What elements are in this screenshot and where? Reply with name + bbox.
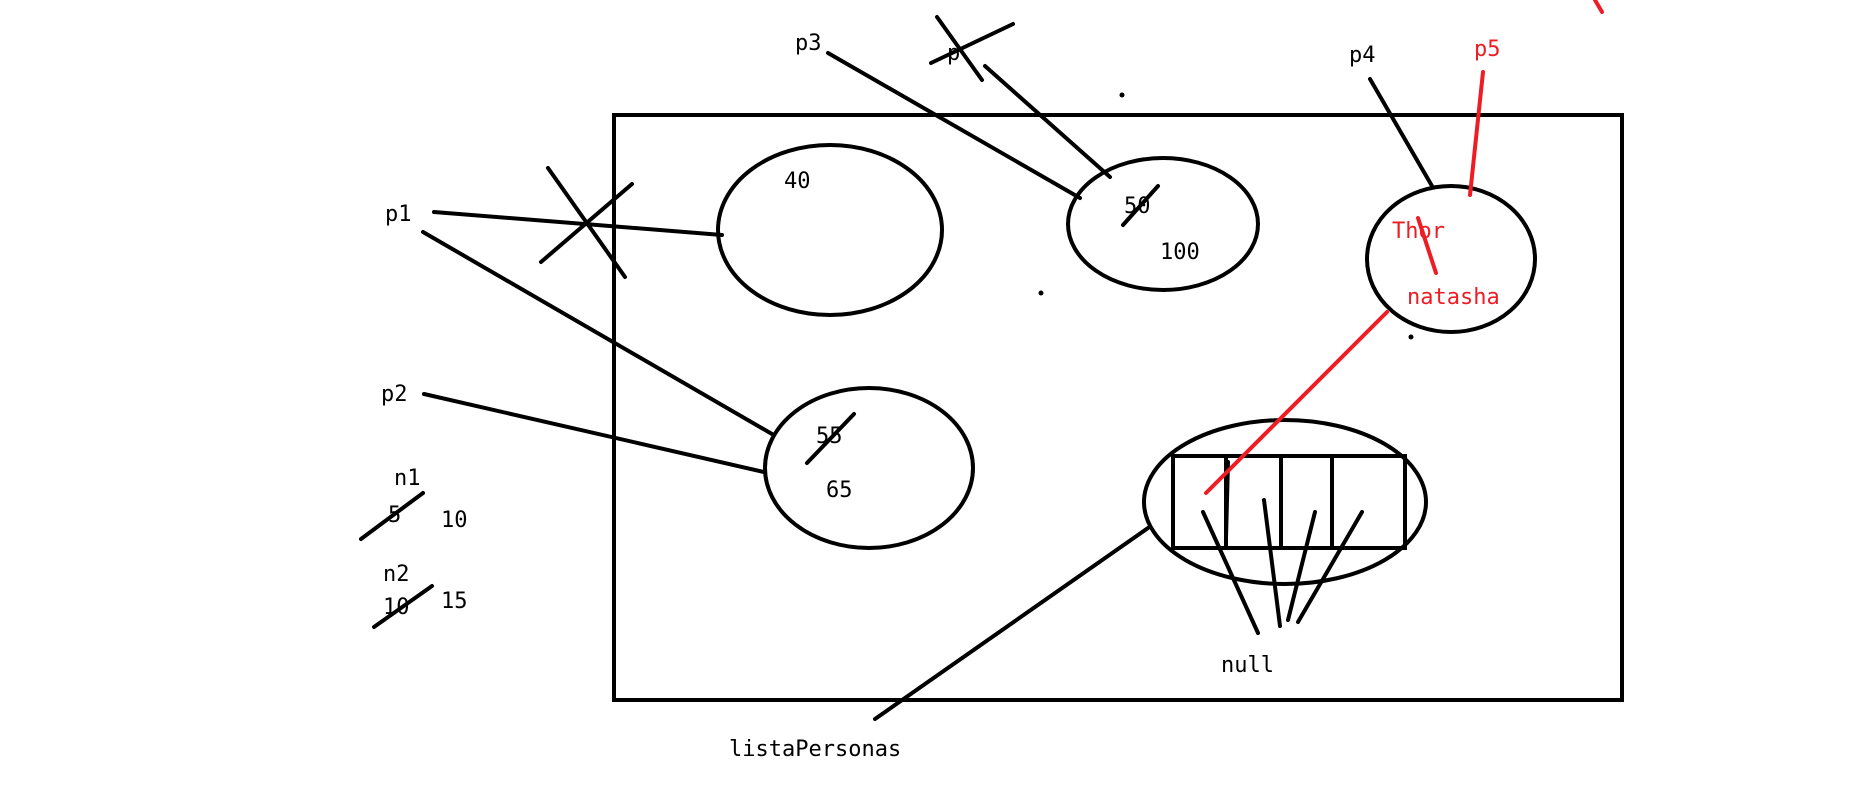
label-p1: p1 [385, 202, 412, 227]
null-ref-arrow [1201, 510, 1260, 635]
value-n2-new: 15 [441, 589, 468, 614]
dot [1119, 92, 1125, 98]
name-natasha: natasha [1407, 285, 1500, 310]
list-slot-divider [1224, 460, 1230, 540]
object-thor-ellipse [1365, 184, 1537, 334]
label-p3: p3 [795, 31, 822, 56]
lista-ref-line [873, 526, 1150, 721]
label-n1: n1 [394, 466, 421, 491]
p3-ref-line [826, 51, 1082, 200]
p1-ref-line [421, 230, 774, 436]
null-ref-arrow [1296, 510, 1364, 624]
p4-ref-line [1368, 77, 1434, 188]
dot [1038, 290, 1044, 296]
label-null: null [1221, 653, 1274, 678]
object-40-ellipse [716, 143, 944, 317]
value-50-old: 50 [1124, 194, 1151, 219]
value-55-old: 55 [816, 424, 843, 449]
label-n2: n2 [383, 562, 410, 587]
list-slot-ref-line [1204, 310, 1389, 495]
label-p2: p2 [381, 382, 408, 407]
list-array [1171, 454, 1407, 550]
object-50-ellipse [1066, 156, 1260, 292]
dot [1408, 334, 1414, 340]
strike-thor [1416, 216, 1438, 275]
p1-ref-line-old [432, 210, 724, 237]
value-n1-new: 10 [441, 508, 468, 533]
object-55-ellipse [763, 386, 975, 550]
strike-50 [1121, 184, 1160, 227]
p2-ref-line [422, 392, 766, 474]
strike-n1 [359, 491, 425, 541]
value-65: 65 [826, 478, 853, 503]
label-p-crossed: p [947, 41, 960, 66]
label-p5: p5 [1474, 37, 1501, 62]
label-lista-personas: listaPersonas [729, 737, 901, 762]
label-p4: p4 [1349, 43, 1376, 68]
p-ref-line [983, 64, 1112, 179]
value-n1-old: 5 [388, 503, 401, 528]
name-thor: Thor [1392, 219, 1445, 244]
value-n2-old: 10 [383, 595, 410, 620]
strike-55 [805, 412, 856, 465]
cross-mark [539, 182, 634, 264]
list-object-ellipse [1142, 418, 1428, 586]
value-100: 100 [1160, 240, 1200, 265]
red-stroke-mark [1593, 0, 1604, 14]
null-ref-arrow [1262, 498, 1282, 628]
null-ref-arrow [1286, 510, 1317, 622]
value-40: 40 [784, 169, 811, 194]
heap-box [612, 113, 1624, 702]
p5-ref-line [1468, 70, 1485, 197]
strike-n2 [372, 584, 434, 629]
cross-mark [929, 22, 1015, 65]
